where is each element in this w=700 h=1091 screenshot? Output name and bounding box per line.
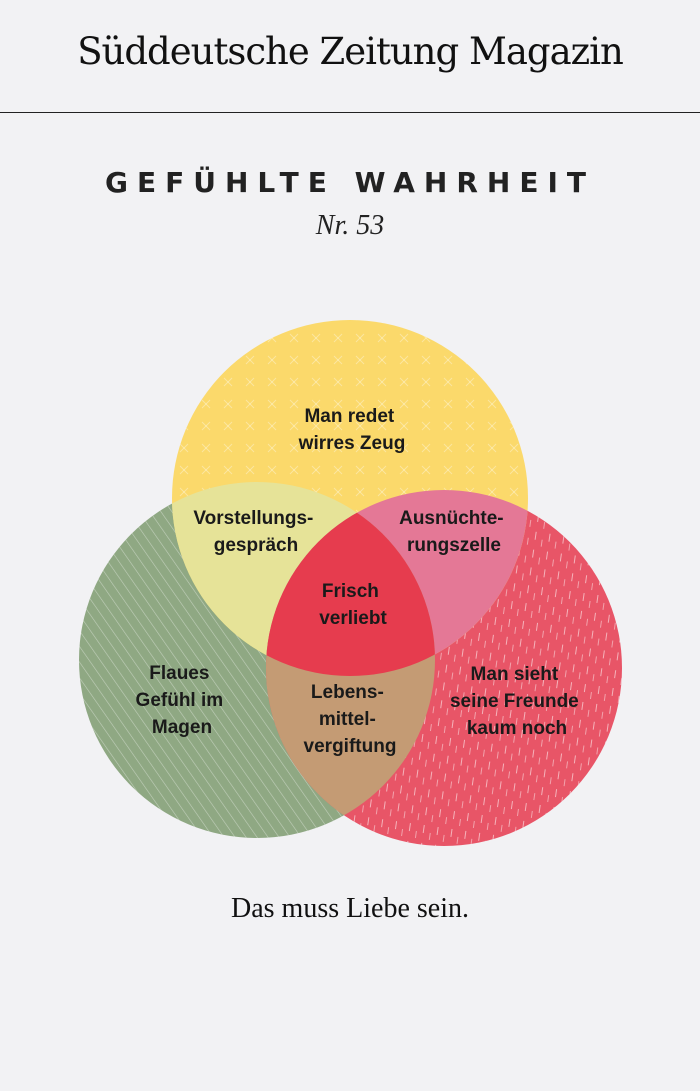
label-top-left: Vorstellungs- gespräch bbox=[193, 508, 318, 556]
label-left: Flaues Gefühl im Magen bbox=[136, 663, 229, 738]
label-top-right: Ausnüchte- rungszelle bbox=[399, 508, 509, 556]
label-left-right: Lebens- mittel- vergiftung bbox=[304, 682, 397, 757]
page-title: GEFÜHLTE WAHRHEIT bbox=[105, 166, 595, 199]
caption: Das muss Liebe sein. bbox=[231, 893, 469, 924]
label-top: Man redet wirres Zeug bbox=[298, 406, 406, 454]
issue-number: Nr. 53 bbox=[315, 210, 385, 241]
masthead: Süddeutsche Zeitung Magazin bbox=[0, 0, 700, 113]
label-right: Man sieht seine Freunde kaum noch bbox=[450, 664, 584, 739]
masthead-logo: Süddeutsche Zeitung Magazin bbox=[77, 30, 624, 73]
intersection-all bbox=[266, 490, 435, 676]
label-center: Frisch verliebt bbox=[319, 581, 387, 629]
